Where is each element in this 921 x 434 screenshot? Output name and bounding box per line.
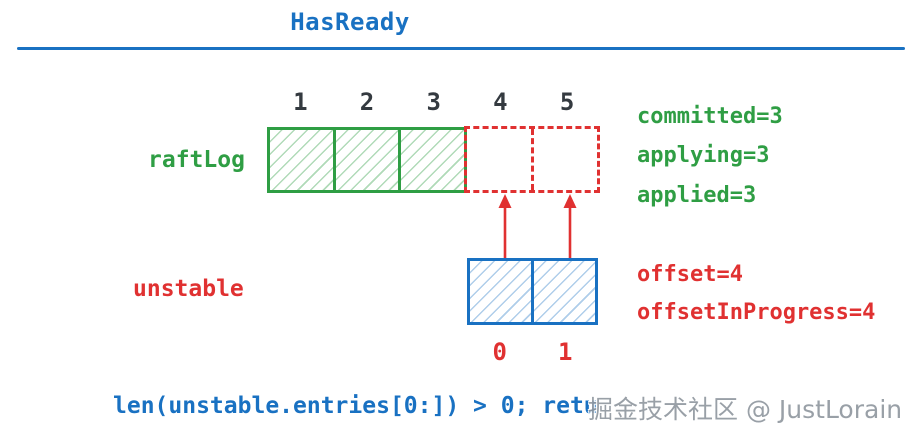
- unstable-entries: [467, 258, 598, 325]
- watermark: 掘金技术社区 @ JustLorain: [588, 395, 903, 424]
- annotation-committed: committed=3: [637, 104, 783, 129]
- raftlog-cell-2: [332, 130, 399, 190]
- unstable-cell-0: [470, 261, 531, 322]
- raftlog-index-row: 1 2 3 4 5: [267, 88, 601, 116]
- unstable-label: unstable: [133, 276, 244, 302]
- raftlog-index-label: 2: [359, 88, 375, 116]
- raftlog-pending-cell-4: [467, 129, 531, 190]
- unstable-cell-1: [531, 261, 595, 322]
- raftlog-index-label: 4: [493, 88, 508, 116]
- diagram-title: HasReady: [290, 8, 410, 36]
- annotation-offset-in-progress: offsetInProgress=4: [637, 300, 876, 325]
- raftlog-index-label: 3: [426, 88, 441, 116]
- unstable-index-label: 0: [492, 338, 507, 366]
- raftlog-index-label: 5: [559, 88, 575, 116]
- up-arrow-right: [563, 194, 577, 258]
- annotation-offset: offset=4: [637, 262, 743, 287]
- raftlog-pending-entries: [464, 126, 600, 193]
- unstable-index-row: 0 1: [467, 338, 598, 366]
- unstable-index-label: 1: [558, 338, 573, 366]
- annotation-applying: applying=3: [637, 143, 770, 168]
- up-arrow-left: [498, 194, 512, 258]
- annotation-applied: applied=3: [637, 183, 757, 208]
- raftlog-cell-1: [270, 130, 333, 190]
- raftlog-index-label: 1: [293, 88, 308, 116]
- raftlog-committed-entries: [267, 127, 467, 193]
- raftlog-cell-3: [398, 130, 465, 190]
- code-condition-line: len(unstable.entries[0:]) > 0; retu: [113, 393, 598, 419]
- raftlog-pending-cell-5: [530, 129, 598, 190]
- raftlog-label: raftLog: [148, 147, 245, 173]
- title-underline: [17, 47, 905, 50]
